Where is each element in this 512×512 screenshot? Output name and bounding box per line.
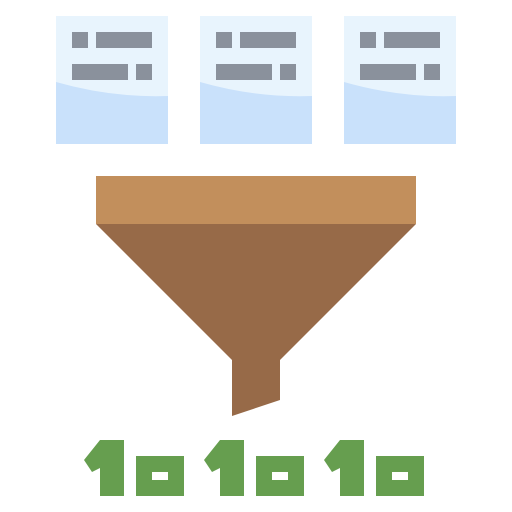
document-highlight <box>200 16 312 97</box>
document-text-line <box>72 64 128 80</box>
binary-one <box>204 440 244 496</box>
document-text-line <box>216 64 272 80</box>
binary-digits <box>84 440 424 496</box>
funnel-spout <box>232 358 280 416</box>
binary-zero <box>376 456 424 496</box>
document-text-line <box>360 64 416 80</box>
document-highlight <box>344 16 456 97</box>
binary-one <box>84 440 124 496</box>
document-2 <box>200 16 312 144</box>
binary-one <box>324 440 364 496</box>
document-text-line <box>216 32 232 48</box>
document-text-line <box>280 64 296 80</box>
binary-zero <box>256 456 304 496</box>
document-1 <box>56 16 168 144</box>
document-text-line <box>360 32 376 48</box>
document-text-line <box>240 32 296 48</box>
funnel-icon <box>96 176 416 416</box>
document-text-line <box>424 64 440 80</box>
document-text-line <box>136 64 152 80</box>
document-3 <box>344 16 456 144</box>
document-text-line <box>72 32 88 48</box>
binary-zero <box>136 456 184 496</box>
document-highlight <box>56 16 168 97</box>
document-text-line <box>384 32 440 48</box>
funnel-rim <box>96 176 416 224</box>
funnel-body <box>96 224 416 360</box>
document-text-line <box>96 32 152 48</box>
